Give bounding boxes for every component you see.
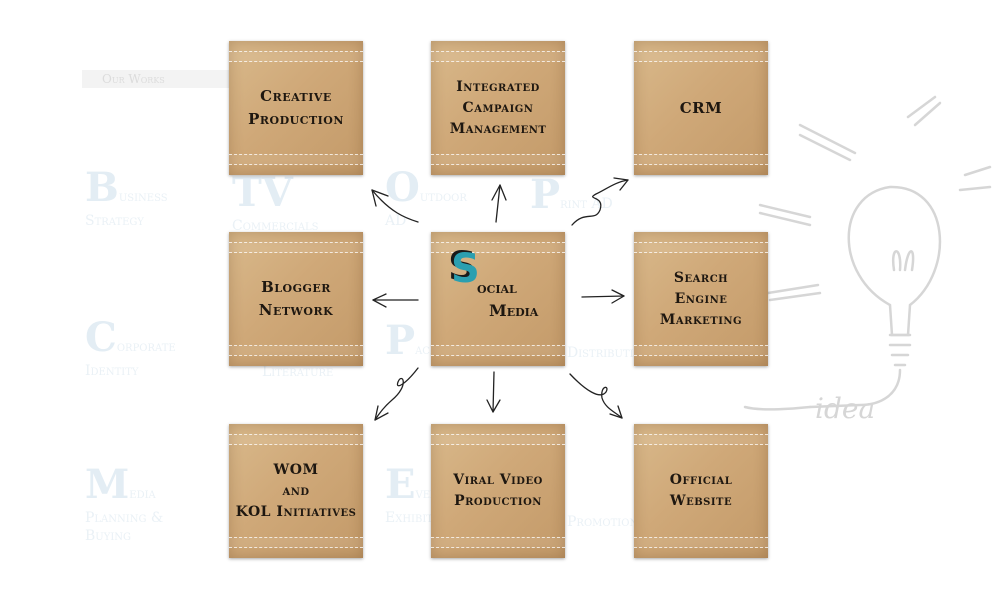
node-integrated-campaign-management[interactable]: Integrated Campaign Management (431, 41, 565, 175)
arrow-to-creative-production (371, 189, 419, 223)
faded-item-media-planning: Media Planning & Buying (85, 462, 163, 545)
arrow-to-search-engine (581, 295, 625, 298)
node-label: CRM (679, 98, 723, 117)
faded-initial: M (85, 461, 130, 508)
node-label: Blogger Network (258, 278, 334, 319)
faded-text: Literature (262, 364, 334, 380)
background-menu-tag: Our Works (82, 70, 242, 88)
faded-item-business-strategy: Business Strategy (85, 164, 168, 230)
node-blogger-network[interactable]: Blogger Network (229, 232, 363, 366)
center-label-line1: ocial (477, 278, 517, 297)
faded-item-literature: Literature (262, 362, 333, 380)
node-social-media-center[interactable]: S ocial Media (431, 232, 565, 366)
faded-initial: P (530, 171, 561, 218)
arrow-to-crm (571, 179, 629, 226)
faded-item-outdoor-ad: Outdoor AD (385, 164, 467, 230)
node-label: Integrated Campaign Management (449, 78, 547, 137)
arrow-to-viral-video (492, 371, 495, 413)
faded-text: Distribution (567, 345, 651, 361)
arrow-to-official-website (569, 373, 623, 419)
node-search-engine-marketing[interactable]: Search Engine Marketing (634, 232, 768, 366)
faded-text: Promotion (567, 514, 639, 530)
faded-initial: TV (232, 169, 293, 216)
faded-initial: O (385, 164, 420, 211)
faded-text: edia Planning & Buying (85, 486, 164, 545)
arrow-to-wom (374, 367, 419, 421)
faded-item-distribution: Distribution (567, 343, 651, 361)
faded-initial: B (85, 164, 119, 211)
doodle-idea-text: idea (815, 392, 875, 425)
faded-item-promotion: Promotion (567, 512, 638, 530)
faded-text: rint AD (560, 196, 613, 212)
node-label: Creative Production (248, 87, 344, 128)
faded-text: Commercials (232, 218, 319, 234)
node-label: Viral Video Production (453, 472, 543, 509)
faded-initial: P (385, 317, 416, 364)
node-official-website[interactable]: Official Website (634, 424, 768, 558)
node-crm[interactable]: CRM (634, 41, 768, 175)
node-creative-production[interactable]: Creative Production (229, 41, 363, 175)
node-wom-kol-initiatives[interactable]: WOM and KOL Initiatives (229, 424, 363, 558)
center-label: ocial Media (477, 278, 538, 320)
node-viral-video-production[interactable]: Viral Video Production (431, 424, 565, 558)
faded-initial: E (385, 461, 416, 508)
node-label: WOM and KOL Initiatives (235, 461, 357, 520)
faded-item-tv-commercials: TV Commercials (232, 169, 319, 235)
node-label: Official Website (669, 472, 733, 509)
lightbulb-doodle-icon: idea (743, 95, 992, 425)
social-media-s-logo: S (451, 246, 480, 292)
faded-text: utdoor AD (385, 189, 467, 229)
faded-text: orporate Identity (85, 339, 176, 379)
faded-initial: C (85, 314, 117, 361)
center-label-line2: Media (489, 301, 539, 320)
faded-text: usiness Strategy (85, 189, 168, 229)
arrow-to-integrated-campaign (495, 184, 501, 223)
faded-item-corporate-identity: Corporate Identity (85, 314, 176, 380)
node-label: Search Engine Marketing (659, 269, 743, 328)
faded-item-print-ad: Print AD (530, 172, 613, 218)
